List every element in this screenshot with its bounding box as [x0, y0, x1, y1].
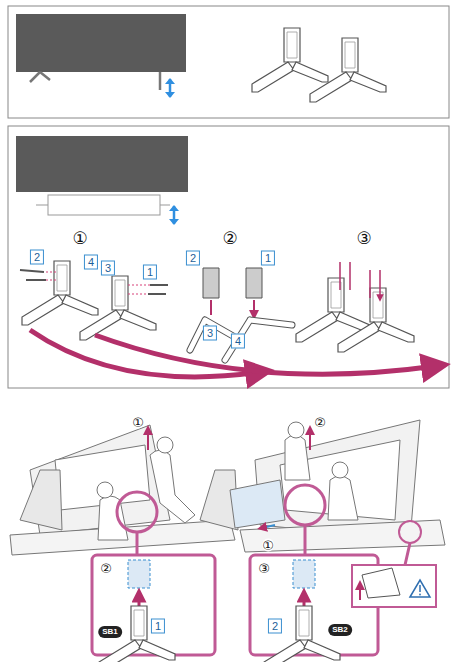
callout-number: 2 — [186, 251, 200, 266]
callout-number: 1 — [151, 619, 165, 634]
callout-number: 4 — [84, 255, 98, 270]
step-number: ② — [314, 416, 326, 429]
step-number: ① — [262, 539, 274, 552]
step-number: ② — [100, 562, 112, 575]
step-number: ③ — [355, 230, 372, 247]
callout-number: 1 — [261, 251, 275, 266]
step-number: ① — [71, 230, 88, 247]
callout-number: 4 — [231, 334, 245, 349]
step-number: ② — [221, 230, 238, 247]
callout-number: 1 — [143, 265, 157, 280]
callout-number: 2 — [268, 619, 282, 634]
step-number: ① — [132, 416, 144, 429]
callout-number: 3 — [203, 326, 217, 341]
callout-number: 2 — [30, 250, 44, 265]
callout-number: 3 — [101, 261, 115, 276]
screw-code: SB1 — [98, 626, 122, 638]
step-number: ③ — [258, 562, 270, 575]
screw-code: SB2 — [328, 624, 352, 636]
